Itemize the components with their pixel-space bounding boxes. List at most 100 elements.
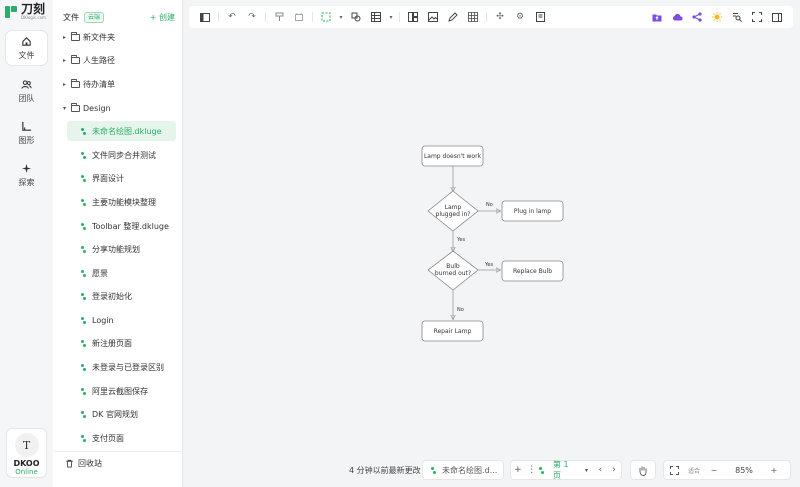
file-label: 分享功能规划 xyxy=(92,244,140,254)
file-item[interactable]: 新注册页面 xyxy=(67,333,176,353)
share-icon[interactable] xyxy=(687,9,707,25)
file-item[interactable]: 分享功能规划 xyxy=(67,239,176,259)
rail-item-files[interactable]: 文件 xyxy=(6,31,47,65)
table-icon[interactable] xyxy=(366,9,386,25)
file-item[interactable]: 文件同步合并测试 xyxy=(67,145,176,165)
settings-icon[interactable]: ⚙ xyxy=(515,12,525,22)
file-label: 登录初始化 xyxy=(92,291,132,301)
divider xyxy=(53,451,183,452)
file-item[interactable]: 登录初始化 xyxy=(67,286,176,306)
folder-icon xyxy=(71,54,80,64)
document-tab[interactable]: 未命名绘图.d... xyxy=(422,460,504,480)
folder-label: Design xyxy=(83,103,111,113)
select-icon[interactable] xyxy=(316,9,336,25)
pen-icon[interactable] xyxy=(443,9,463,25)
folder-row[interactable]: ▸ 人生路径 xyxy=(63,51,176,69)
add-page-icon[interactable]: + xyxy=(514,465,522,475)
image-icon[interactable] xyxy=(423,9,443,25)
zoom-control: 适合 − 85% + xyxy=(663,460,791,480)
rail-item-team[interactable]: 团队 xyxy=(6,74,47,108)
flow-node-decision[interactable] xyxy=(427,190,479,232)
flow-node-start[interactable] xyxy=(421,145,484,167)
panel-icon[interactable] xyxy=(767,9,787,25)
chevron-down-icon[interactable]: ▾ xyxy=(584,466,588,474)
node-label: Plug in lamp xyxy=(513,207,552,215)
undo-icon[interactable]: ↶ xyxy=(228,12,236,22)
clear-format-icon[interactable] xyxy=(289,9,309,25)
caret-right-icon[interactable]: ▸ xyxy=(63,33,67,41)
file-item[interactable]: Toolbar 整理.dkluge xyxy=(67,216,176,236)
flow-node-action[interactable] xyxy=(501,200,564,222)
chevron-left-icon[interactable]: ‹ xyxy=(598,465,603,475)
folder-icon xyxy=(71,102,80,112)
chevron-down-icon[interactable]: ▾ xyxy=(339,13,343,21)
folder-label: 待办清单 xyxy=(83,79,115,89)
chevron-right-icon[interactable]: › xyxy=(612,465,616,475)
grid-icon[interactable] xyxy=(463,9,483,25)
file-icon xyxy=(81,198,86,206)
caret-right-icon[interactable]: ▸ xyxy=(63,80,67,88)
file-label: 新注册页面 xyxy=(92,338,132,348)
file-label: 主要功能模块整理 xyxy=(92,197,156,207)
file-item[interactable]: 阿里云截图保存 xyxy=(67,381,176,401)
flow-node-action[interactable] xyxy=(501,260,564,282)
user-status: Online xyxy=(15,468,38,476)
rail-item-label: 探索 xyxy=(18,177,35,187)
folder-row-expanded[interactable]: ▾ Design xyxy=(63,99,176,117)
file-item[interactable]: Login xyxy=(67,310,176,330)
page-control: + ⋮ 第 1 页 ▾ ‹ › xyxy=(510,460,622,480)
magic-icon[interactable]: ✣ xyxy=(496,12,504,22)
zoom-level[interactable]: 85% xyxy=(735,465,753,475)
toolbar-divider xyxy=(399,12,400,22)
file-item[interactable]: DK 官网规划 xyxy=(67,404,176,424)
group-icon[interactable] xyxy=(346,9,366,25)
left-rail: 刀刻 DKlogic.com 文件 团队 图形 探索 T DKOO Online xyxy=(0,0,53,487)
rail-item-explore[interactable]: 探索 xyxy=(6,158,47,192)
caret-down-icon[interactable]: ▾ xyxy=(63,104,67,112)
user-card[interactable]: T DKOO Online xyxy=(6,428,47,478)
user-name: DKOO xyxy=(13,459,40,468)
more-vertical-icon[interactable]: ⋮ xyxy=(527,465,537,475)
cloud-upload-icon[interactable] xyxy=(667,9,687,25)
file-panel: 文件 云端 + 创建 ▸ 新文件夹 ▸ 人生路径 ▸ 待办清单 ▾ Design… xyxy=(53,0,183,487)
file-item[interactable]: 主要功能模块整理 xyxy=(67,192,176,212)
cloud-badge: 云端 xyxy=(84,11,105,23)
redo-icon[interactable]: ↷ xyxy=(248,12,256,22)
toolbar-divider xyxy=(218,12,219,22)
chevron-down-icon[interactable]: ▾ xyxy=(389,13,393,21)
fullscreen-icon[interactable] xyxy=(747,9,767,25)
caret-right-icon[interactable]: ▸ xyxy=(63,56,67,64)
avatar: T xyxy=(14,433,39,457)
zoom-out-icon[interactable]: − xyxy=(710,465,718,475)
create-button[interactable]: + 创建 xyxy=(149,12,175,22)
folder-upload-icon[interactable] xyxy=(647,9,667,25)
logo-mark-icon xyxy=(4,5,18,19)
folder-label: 新文件夹 xyxy=(83,32,115,42)
file-item-active[interactable]: 未命名绘图.dkluge xyxy=(67,121,176,141)
drawing-canvas[interactable]: Lamp doesn't work Lamp plugged in? Plug … xyxy=(189,34,793,449)
zoom-in-icon[interactable]: + xyxy=(770,465,778,475)
file-item[interactable]: 愿景 xyxy=(67,263,176,283)
file-item[interactable]: 未登录与已登录区别 xyxy=(67,357,176,377)
file-item[interactable]: 界面设计 xyxy=(67,168,176,188)
fit-label[interactable]: 适合 xyxy=(687,467,700,475)
sidebar-toggle-icon[interactable] xyxy=(195,9,215,25)
flow-node-decision[interactable] xyxy=(427,250,479,291)
folder-row[interactable]: ▸ 新文件夹 xyxy=(63,28,176,46)
file-item[interactable]: 支付页面 xyxy=(67,428,176,448)
file-label: 阿里云截图保存 xyxy=(92,386,148,396)
file-icon xyxy=(81,151,86,159)
layout-icon[interactable] xyxy=(403,9,423,25)
search-icon[interactable] xyxy=(727,9,747,25)
hand-tool-button[interactable] xyxy=(630,460,656,480)
flow-node-end[interactable] xyxy=(421,320,484,342)
folder-row[interactable]: ▸ 待办清单 xyxy=(63,75,176,93)
fit-screen-icon[interactable] xyxy=(664,461,684,479)
theme-icon[interactable] xyxy=(707,9,727,25)
trash-button[interactable]: 回收站 xyxy=(65,458,102,469)
current-page[interactable]: 第 1 页 xyxy=(552,460,569,480)
format-painter-icon[interactable] xyxy=(269,9,289,25)
book-icon[interactable] xyxy=(530,9,550,25)
rail-item-shapes[interactable]: 图形 xyxy=(6,116,47,150)
flowchart-svg xyxy=(421,145,564,342)
